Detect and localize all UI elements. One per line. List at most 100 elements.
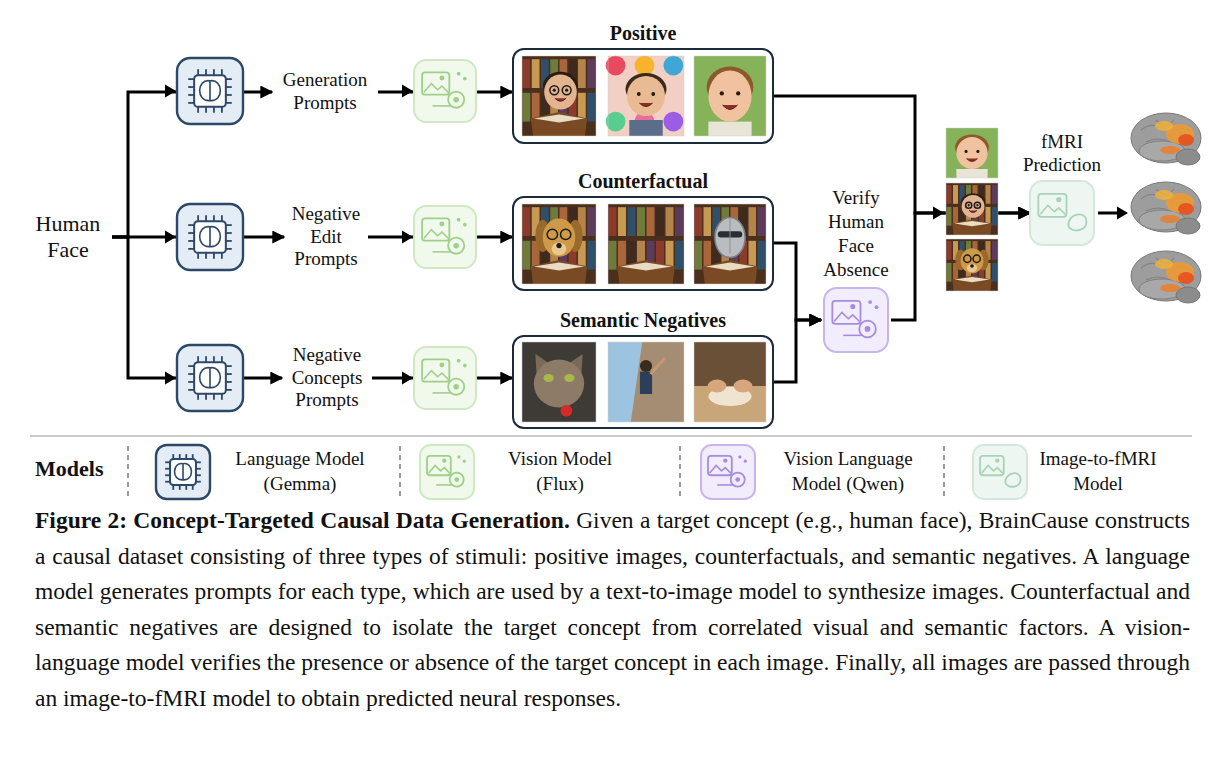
book-spine <box>986 185 991 204</box>
legend-text: Vision Model (Flux) <box>508 448 612 494</box>
book-spine <box>609 241 617 270</box>
book-spine <box>704 207 712 236</box>
book-spine <box>628 207 636 236</box>
brain-glyph <box>1068 214 1086 230</box>
lm-icon <box>177 345 243 411</box>
mountain-glyph <box>982 466 1003 474</box>
chip-body <box>194 221 226 253</box>
book-spine <box>992 263 997 282</box>
sun-glyph <box>442 459 446 463</box>
stimulus-image <box>946 239 998 291</box>
node-dot <box>875 305 879 309</box>
icon-frame <box>414 60 476 122</box>
figure-caption: Figure 2: Concept-Targeted Causal Data G… <box>35 503 1190 716</box>
icon-frame <box>420 445 474 499</box>
lm-icon <box>156 445 210 499</box>
qwen-icon <box>824 288 888 352</box>
open-book <box>952 219 992 235</box>
lm-icon <box>177 204 243 270</box>
book-spine <box>523 241 531 270</box>
shirt <box>629 120 662 136</box>
flux-icon <box>414 60 476 122</box>
robot-seam <box>730 218 731 254</box>
balloon <box>663 56 683 76</box>
arrow-head <box>933 207 944 220</box>
photo-background <box>694 204 766 284</box>
mountain-glyph <box>424 230 448 239</box>
book-spine <box>947 263 952 282</box>
mouth <box>967 159 978 162</box>
shirt <box>708 122 751 136</box>
mouth <box>555 98 566 101</box>
book-spine <box>578 59 586 88</box>
node-dot <box>457 72 461 76</box>
trace-line <box>843 335 862 337</box>
output-arrow <box>1098 212 1118 215</box>
book-spine <box>947 241 952 260</box>
brain-glyph <box>200 227 221 247</box>
balloon <box>606 112 626 132</box>
stimulus-image <box>608 342 684 422</box>
caption-lead: Figure 2: Concept-Targeted Causal Data G… <box>35 507 570 533</box>
table <box>694 386 766 422</box>
activation-blob <box>1155 190 1173 200</box>
icon-frame <box>973 445 1027 499</box>
face <box>627 76 665 116</box>
book-spine <box>675 207 683 236</box>
legend-separator <box>943 446 944 500</box>
photo-edge <box>946 183 998 235</box>
photo-background <box>522 342 596 422</box>
stimulus-image <box>694 56 766 136</box>
book-spine <box>758 207 766 236</box>
icon-frame <box>177 58 243 124</box>
dog-head <box>543 218 576 256</box>
box-heading: Counterfactual <box>494 168 792 194</box>
flow-arrow <box>774 320 821 382</box>
eye <box>736 91 740 95</box>
activation-blob <box>1160 146 1180 154</box>
divider-line <box>30 436 1192 437</box>
book-spine <box>992 207 997 226</box>
icon-frame <box>414 347 476 409</box>
face <box>962 195 985 218</box>
node-dot <box>463 77 467 81</box>
book-spine <box>609 207 617 236</box>
box-heading: Positive <box>494 20 792 46</box>
arrow-head <box>165 372 176 385</box>
activation-blob <box>1178 134 1194 146</box>
photo-background <box>608 342 684 422</box>
face <box>708 70 751 121</box>
photo-background <box>694 342 766 422</box>
fmri-model: fMRI Prediction <box>1030 182 1094 244</box>
arrow-head <box>1117 207 1128 220</box>
flow-arrow <box>774 243 821 320</box>
book-spine <box>587 93 595 122</box>
node-dot <box>463 460 466 463</box>
eye <box>553 89 556 92</box>
climber-arm <box>651 358 665 374</box>
gear-hub <box>453 243 459 249</box>
photo-edge <box>946 128 998 178</box>
photo-edge <box>946 239 998 291</box>
photo-edge <box>694 204 766 284</box>
node-dot <box>463 223 467 227</box>
cerebellum <box>1176 218 1200 234</box>
book-spine <box>695 241 703 270</box>
brain-glyph <box>200 81 221 101</box>
book-spine <box>758 241 766 270</box>
flux-icon <box>420 445 474 499</box>
arrow-head <box>402 85 413 98</box>
input-concept: Human Face <box>24 208 112 266</box>
book-pages <box>954 277 989 282</box>
node-label: Negative Concepts Prompts <box>282 344 372 412</box>
photo-edge <box>522 204 596 284</box>
trace-line <box>717 484 733 486</box>
mountain-glyph <box>429 466 450 474</box>
stimulus-image <box>522 56 596 136</box>
eye <box>968 204 970 206</box>
trace-line <box>433 105 452 107</box>
stimulus-image <box>946 183 998 235</box>
book-pages <box>620 262 672 270</box>
book-spine <box>992 185 997 204</box>
open-book <box>703 260 758 284</box>
